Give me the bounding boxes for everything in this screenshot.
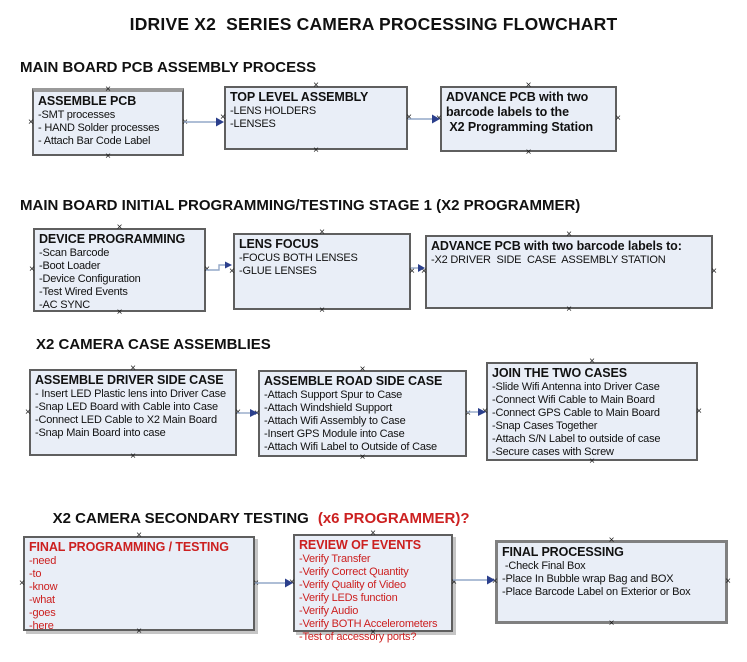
connector-arrow[interactable] <box>410 260 426 276</box>
box-title: ADVANCE PCB with two barcode labels to: <box>431 239 682 253</box>
box-item: -SMT processes <box>38 109 116 121</box>
connector-arrow[interactable] <box>236 405 259 421</box>
box-item: -FOCUS BOTH LENSES <box>239 252 358 264</box>
box-item: -Attach Wifi Assembly to Case <box>264 415 406 427</box>
box-item: -Verify LEDs function <box>299 592 398 604</box>
connection-point-icon: × <box>319 305 325 316</box>
section-heading-secondary-testing: X2 CAMERA SECONDARY TESTING (x6 PROGRAMME… <box>36 493 470 544</box>
connector-arrow[interactable] <box>407 111 441 127</box>
section-heading-initial-programming: MAIN BOARD INITIAL PROGRAMMING/TESTING S… <box>20 197 581 214</box>
box-item: -goes <box>29 607 56 619</box>
connector-arrow[interactable] <box>254 575 294 591</box>
box-title: ASSEMBLE PCB <box>38 94 137 108</box>
box-title: TOP LEVEL ASSEMBLY <box>230 90 369 104</box>
section-heading-text: X2 CAMERA SECONDARY TESTING <box>52 510 309 527</box>
box-item: -Test of accessory ports? <box>299 631 417 643</box>
box-item: -Place In Bubble wrap Bag and BOX <box>502 573 674 585</box>
box-item: -Place Barcode Label on Exterior or Box <box>502 586 691 598</box>
connection-point-icon: × <box>696 405 702 417</box>
connection-point-icon: × <box>615 113 621 124</box>
connection-point-icon: × <box>28 117 34 128</box>
box-item: -Attach S/N Label to outside of case <box>492 433 661 445</box>
box-item: -AC SYNC <box>39 299 90 311</box>
box-item: -LENSES <box>230 118 276 130</box>
connection-point-icon: × <box>725 576 731 587</box>
flow-box-join-the-two-cases[interactable]: × × × × JOIN THE TWO CASES -Slide Wifi A… <box>482 357 702 467</box>
box-item: -Verify Transfer <box>299 553 371 565</box>
connector-arrow[interactable] <box>466 404 487 420</box>
box-title: DEVICE PROGRAMMING <box>39 232 186 246</box>
flow-box-top-level-assembly[interactable]: × × × × TOP LEVEL ASSEMBLY -LENS HOLDERS… <box>220 81 412 156</box>
box-title: REVIEW OF EVENTS <box>299 538 422 552</box>
page-title: IDRIVE X2 SERIES CAMERA PROCESSING FLOWC… <box>129 14 618 34</box>
connection-point-icon: × <box>29 264 35 275</box>
connection-point-icon: × <box>711 266 717 277</box>
box-item: -what <box>29 594 55 606</box>
box-item: -need <box>29 555 57 567</box>
connection-point-icon: × <box>608 618 615 629</box>
box-item: -Insert GPS Module into Case <box>264 428 405 440</box>
box-item: -GLUE LENSES <box>239 265 317 277</box>
box-item: -Verify Audio <box>299 605 359 617</box>
box-item: - Attach Bar Code Label <box>38 135 151 147</box>
flow-box-advance-pcb-programming-station[interactable]: × × × × ADVANCE PCB with two barcode lab… <box>436 81 621 158</box>
box-item: -Attach Support Spur to Case <box>264 389 403 401</box>
box-item: -Check Final Box <box>502 560 586 572</box>
box-item: - Insert LED Plastic lens into Driver Ca… <box>35 388 226 400</box>
flow-box-final-processing[interactable]: × × × × FINAL PROCESSING -Check Final Bo… <box>492 536 731 629</box>
box-item: -Boot Loader <box>39 260 101 272</box>
box-item: -Snap Main Board into case <box>35 427 166 439</box>
box-item: -know <box>29 581 58 593</box>
box-item: -Device Configuration <box>39 273 141 285</box>
connection-point-icon: × <box>25 406 31 418</box>
flow-box-assemble-pcb[interactable]: × × × × ASSEMBLE PCB -SMT processes - HA… <box>28 85 188 162</box>
flow-box-review-of-events[interactable]: × × × × REVIEW OF EVENTS -Verify Transfe… <box>289 529 457 644</box>
box-item: -Connect GPS Cable to Main Board <box>492 407 660 419</box>
box-item: -here <box>29 620 54 632</box>
flow-box-assemble-driver-side-case[interactable]: × × × × ASSEMBLE DRIVER SIDE CASE - Inse… <box>25 364 241 462</box>
box-item: -Verify BOTH Accelerometers <box>299 618 438 630</box>
flow-box-final-programming-testing[interactable]: × × × × FINAL PROGRAMMING / TESTING -nee… <box>19 531 259 637</box>
connection-point-icon: × <box>105 151 111 162</box>
connector-arrow[interactable] <box>205 257 234 275</box>
connection-point-icon: × <box>19 577 25 589</box>
box-item: -Attach Windshield Support <box>264 402 393 414</box>
connection-point-icon: × <box>130 451 136 462</box>
box-title: ASSEMBLE ROAD SIDE CASE <box>264 374 443 388</box>
box-item: -X2 DRIVER SIDE CASE ASSEMBLY STATION <box>431 254 666 266</box>
box-item: -Scan Barcode <box>39 247 110 259</box>
box-item: - HAND Solder processes <box>38 122 160 134</box>
box-item: -Snap Cases Together <box>492 420 598 432</box>
box-item: -Slide Wifi Antenna into Driver Case <box>492 381 660 393</box>
flow-box-advance-pcb-driver-side[interactable]: × × × × ADVANCE PCB with two barcode lab… <box>421 230 717 315</box>
box-item: -Verify Correct Quantity <box>299 566 409 578</box>
flow-box-assemble-road-side-case[interactable]: × × × × ASSEMBLE ROAD SIDE CASE -Attach … <box>254 365 471 463</box>
section-heading-case-assemblies: X2 CAMERA CASE ASSEMBLIES <box>36 336 271 353</box>
box-title: LENS FOCUS <box>239 237 319 251</box>
connection-point-icon: × <box>313 145 319 156</box>
flow-box-device-programming[interactable]: × × × × DEVICE PROGRAMMING -Scan Barcode… <box>29 223 210 318</box>
connector-arrow[interactable] <box>452 572 496 588</box>
section-heading-suffix: (x6 PROGRAMMER)? <box>317 510 470 527</box>
box-title: ASSEMBLE DRIVER SIDE CASE <box>35 373 224 387</box>
connection-point-icon: × <box>525 147 532 158</box>
box-item: -Verify Quality of Video <box>299 579 406 591</box>
connection-point-icon: × <box>359 452 366 463</box>
connection-point-icon: × <box>566 304 572 315</box>
box-item: -to <box>29 568 42 580</box>
box-item: -Secure cases with Screw <box>492 446 614 458</box>
box-item: -LENS HOLDERS <box>230 105 317 117</box>
box-title: FINAL PROGRAMMING / TESTING <box>29 540 229 554</box>
section-heading-pcb-assembly: MAIN BOARD PCB ASSEMBLY PROCESS <box>20 59 317 76</box>
box-item: -Connect LED Cable to X2 Main Board <box>35 414 217 426</box>
flow-box-lens-focus[interactable]: × × × × LENS FOCUS -FOCUS BOTH LENSES -G… <box>229 228 415 316</box>
box-item: -Attach Wifi Label to Outside of Case <box>264 441 437 453</box>
box-item: -Test Wired Events <box>39 286 128 298</box>
box-item: -Snap LED Board with Cable into Case <box>35 401 218 413</box>
connector-arrow[interactable] <box>183 114 225 130</box>
box-title: FINAL PROCESSING <box>502 545 624 559</box>
box-title: JOIN THE TWO CASES <box>492 366 628 380</box>
box-title: ADVANCE PCB with two barcode labels to t… <box>446 90 594 134</box>
box-item: -Connect Wifi Cable to Main Board <box>492 394 655 406</box>
